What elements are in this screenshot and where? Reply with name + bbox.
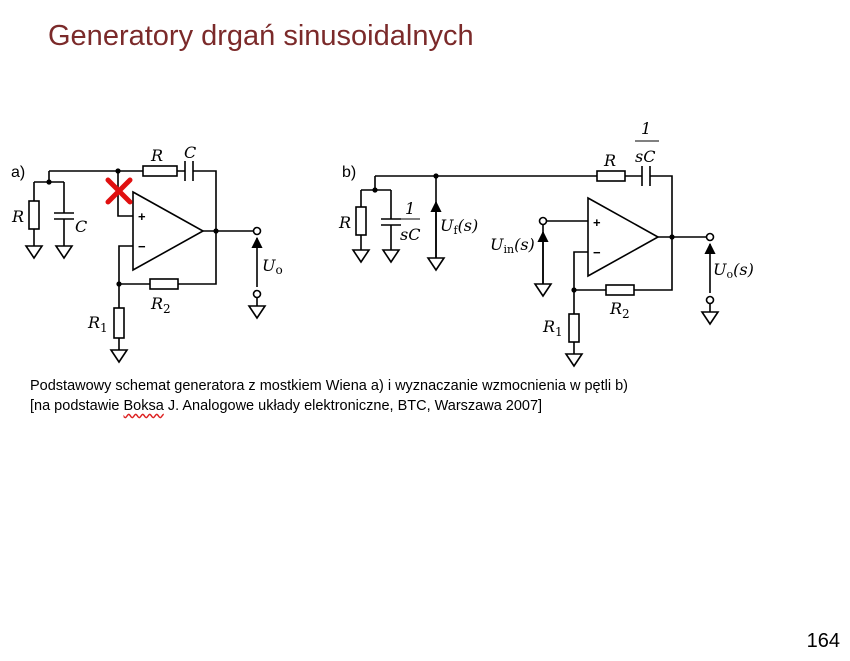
- opamp-a-plus: +: [138, 209, 146, 224]
- caption-line-1: Podstawowy schemat generatora z mostkiem…: [30, 378, 628, 394]
- label-r-shunt-a: R: [11, 207, 24, 226]
- caption-line-2: [na podstawie Boksa J. Analogowe układy …: [30, 396, 628, 416]
- label-c-shunt-b-num: 1: [405, 199, 415, 218]
- capacitor-c-shunt-b: [381, 218, 401, 250]
- label-uo-b: Uo(s): [713, 260, 754, 281]
- resistor-r2-b: [605, 284, 635, 296]
- label-c-series-b-num: 1: [641, 119, 651, 138]
- ground-b-1: [351, 249, 371, 264]
- label-uo-a: Uo: [262, 256, 283, 277]
- label-r1-b: R1: [542, 317, 563, 339]
- caption-line-2-start: [na podstawie: [30, 398, 124, 414]
- circuit-b: [351, 166, 720, 368]
- ground-b-out: [700, 311, 720, 326]
- terminal-out-b-bottom: [705, 295, 715, 305]
- caption-line-2-end: J. Analogowe układy elektroniczne, BTC, …: [163, 398, 543, 414]
- opamp-b: [587, 196, 660, 278]
- opamp-b-minus: −: [593, 245, 601, 260]
- cross-icon: [105, 177, 133, 205]
- ground-a-2: [54, 245, 74, 260]
- label-uf: Uf(s): [440, 216, 478, 237]
- label-r2-a: R2: [150, 294, 171, 316]
- ground-b-2: [381, 249, 401, 264]
- resistor-r-series-b: [596, 170, 626, 182]
- slide-title: Generatory drgań sinusoidalnych: [48, 20, 474, 52]
- opamp-a-minus: −: [138, 239, 146, 254]
- capacitor-c-series-b: [641, 166, 651, 186]
- terminal-out-a-bottom: [252, 289, 262, 299]
- resistor-r1-b: [568, 313, 580, 343]
- opamp-b-plus: +: [593, 215, 601, 230]
- resistor-r-shunt-a: [28, 200, 40, 230]
- loop-cut-mark: [105, 177, 133, 205]
- ground-a-r1: [109, 349, 129, 364]
- ground-a-1: [24, 245, 44, 260]
- label-b: b): [342, 164, 356, 181]
- label-c-series-b-den: sC: [635, 147, 655, 166]
- resistor-r2-a: [149, 278, 179, 290]
- resistor-r-series-a: [142, 165, 178, 177]
- label-uin: Uin(s): [490, 235, 535, 256]
- label-c-shunt-a: C: [75, 217, 87, 236]
- terminal-out-a-top: [252, 226, 262, 236]
- ground-a-out: [247, 305, 267, 320]
- labels-b: b) R 1 sC R 1 sC Uf(s) Uin(s) + − R2 R1 …: [338, 119, 754, 339]
- label-c-series-a: C: [184, 143, 196, 162]
- resistor-r1-a: [113, 307, 125, 339]
- ground-b-uf: [426, 257, 446, 272]
- figure-caption: Podstawowy schemat generatora z mostkiem…: [30, 376, 628, 416]
- resistor-r-shunt-b: [355, 206, 367, 236]
- label-r-series-b: R: [603, 151, 616, 170]
- terminal-out-b-top: [705, 232, 715, 242]
- label-r1-a: R1: [87, 313, 108, 335]
- capacitor-c-shunt-a: [54, 212, 74, 246]
- labels-a: a) R C R C + − R2 R1 Uo: [11, 143, 283, 335]
- capacitor-c-series-a: [184, 161, 194, 181]
- caption-author-name: Boksa: [123, 398, 164, 414]
- ground-b-r1: [564, 353, 584, 368]
- label-r2-b: R2: [609, 299, 630, 321]
- circuit-a: [24, 161, 267, 364]
- junction-dots: [46, 168, 675, 293]
- page-number: 164: [806, 630, 840, 652]
- label-r-series-a: R: [150, 146, 163, 165]
- terminal-uin: [538, 216, 548, 226]
- label-r-shunt-b: R: [338, 213, 351, 232]
- opamp-a: [132, 190, 205, 272]
- ground-b-uin: [533, 283, 553, 298]
- label-c-shunt-b-den: sC: [400, 225, 420, 244]
- label-a: a): [11, 164, 25, 181]
